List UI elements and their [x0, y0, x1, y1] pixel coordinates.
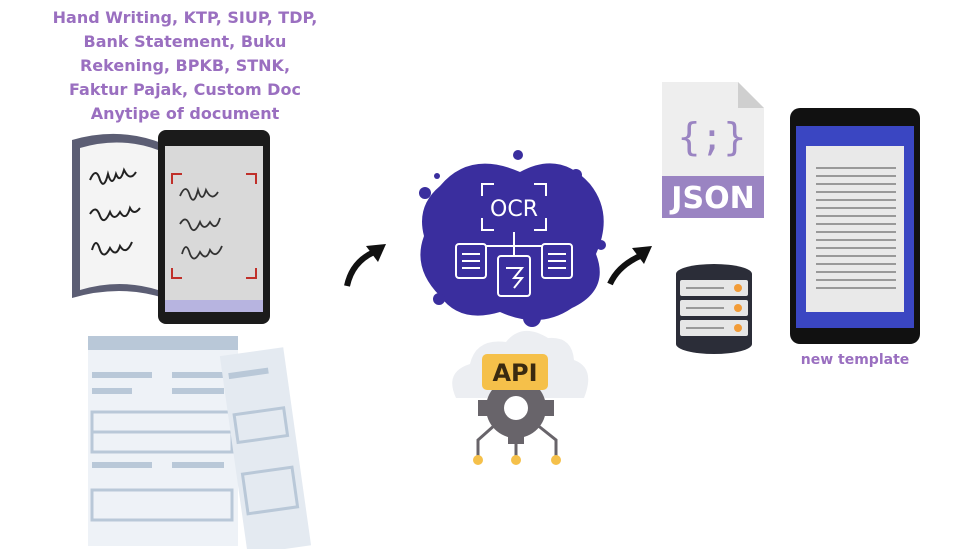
doc-types-line-5: Anytipe of document: [90, 104, 280, 123]
arrow-icon: [344, 244, 386, 287]
phone-scan-icon: [158, 130, 270, 324]
arrow-icon: [607, 246, 652, 286]
doc-types-line-1: Hand Writing, KTP, SIUP, TDP,: [52, 8, 318, 27]
json-extension: JSON: [669, 181, 754, 216]
ocr-blob-icon: OCR: [419, 150, 606, 327]
doc-types-line-4: Faktur Pajak, Custom Doc: [69, 80, 301, 99]
document-types-caption: Hand Writing, KTP, SIUP, TDP, Bank State…: [40, 6, 330, 126]
handwriting-book-icon: [72, 133, 164, 298]
ocr-label: OCR: [490, 197, 538, 222]
database-icon: [676, 264, 752, 354]
api-cloud-gear-icon: API: [452, 330, 589, 465]
form-documents-icon: [88, 336, 312, 549]
doc-types-line-3: Rekening, BPKB, STNK,: [79, 56, 291, 75]
json-symbol: {;}: [678, 115, 747, 159]
json-file-icon: {;} JSON: [662, 82, 764, 218]
doc-types-line-2: Bank Statement, Buku: [83, 32, 287, 51]
output-label: new template: [800, 352, 910, 368]
tablet-template-icon: [790, 108, 920, 344]
api-label: API: [492, 359, 537, 387]
